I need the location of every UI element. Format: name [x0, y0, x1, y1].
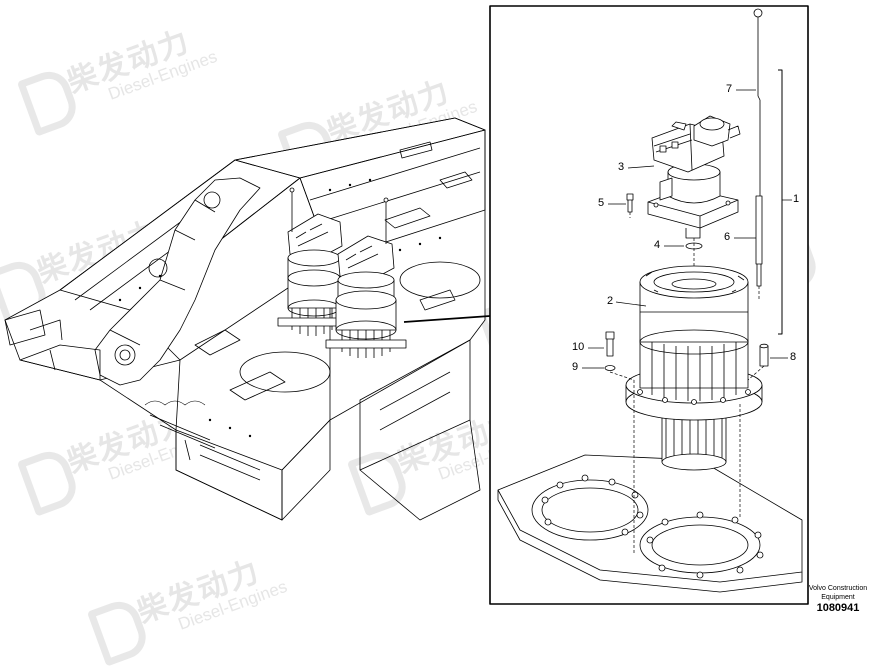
swing-motor-right: [325, 197, 407, 358]
callout-4: 4: [654, 239, 661, 251]
bolt-10: [605, 331, 615, 357]
callout-7: 7: [726, 83, 733, 95]
upper-frame: [4, 117, 486, 521]
callout-10: 10: [572, 341, 585, 353]
reduction-gear-housing: [625, 265, 763, 471]
callout-6: 6: [724, 231, 731, 243]
document-id: 1080941: [816, 602, 860, 614]
callout-8: 8: [790, 351, 797, 363]
assembly-lines: [609, 212, 765, 555]
turntable-plate: [497, 454, 803, 593]
swing-motor-left: [277, 187, 351, 336]
swing-motor: [647, 115, 741, 239]
callout-3: 3: [618, 161, 625, 173]
parts-diagram: 柴发动力 Diesel-Engines 柴发动力 Diesel-Engines …: [0, 5, 876, 667]
drawing: [4, 5, 809, 605]
bracket-1: [778, 69, 783, 335]
callout-5: 5: [598, 197, 605, 209]
callout-9: 9: [572, 361, 579, 373]
callout-1: 1: [793, 193, 800, 205]
pin-8: [759, 343, 769, 367]
publisher-caption: Volvo Construction Equipment: [800, 584, 876, 602]
leader-lines: [582, 89, 792, 369]
callout-2: 2: [607, 295, 614, 307]
washer: [604, 365, 616, 371]
caption-line-1: Volvo Construction: [808, 585, 868, 592]
caption-line-2: Equipment: [821, 594, 855, 601]
